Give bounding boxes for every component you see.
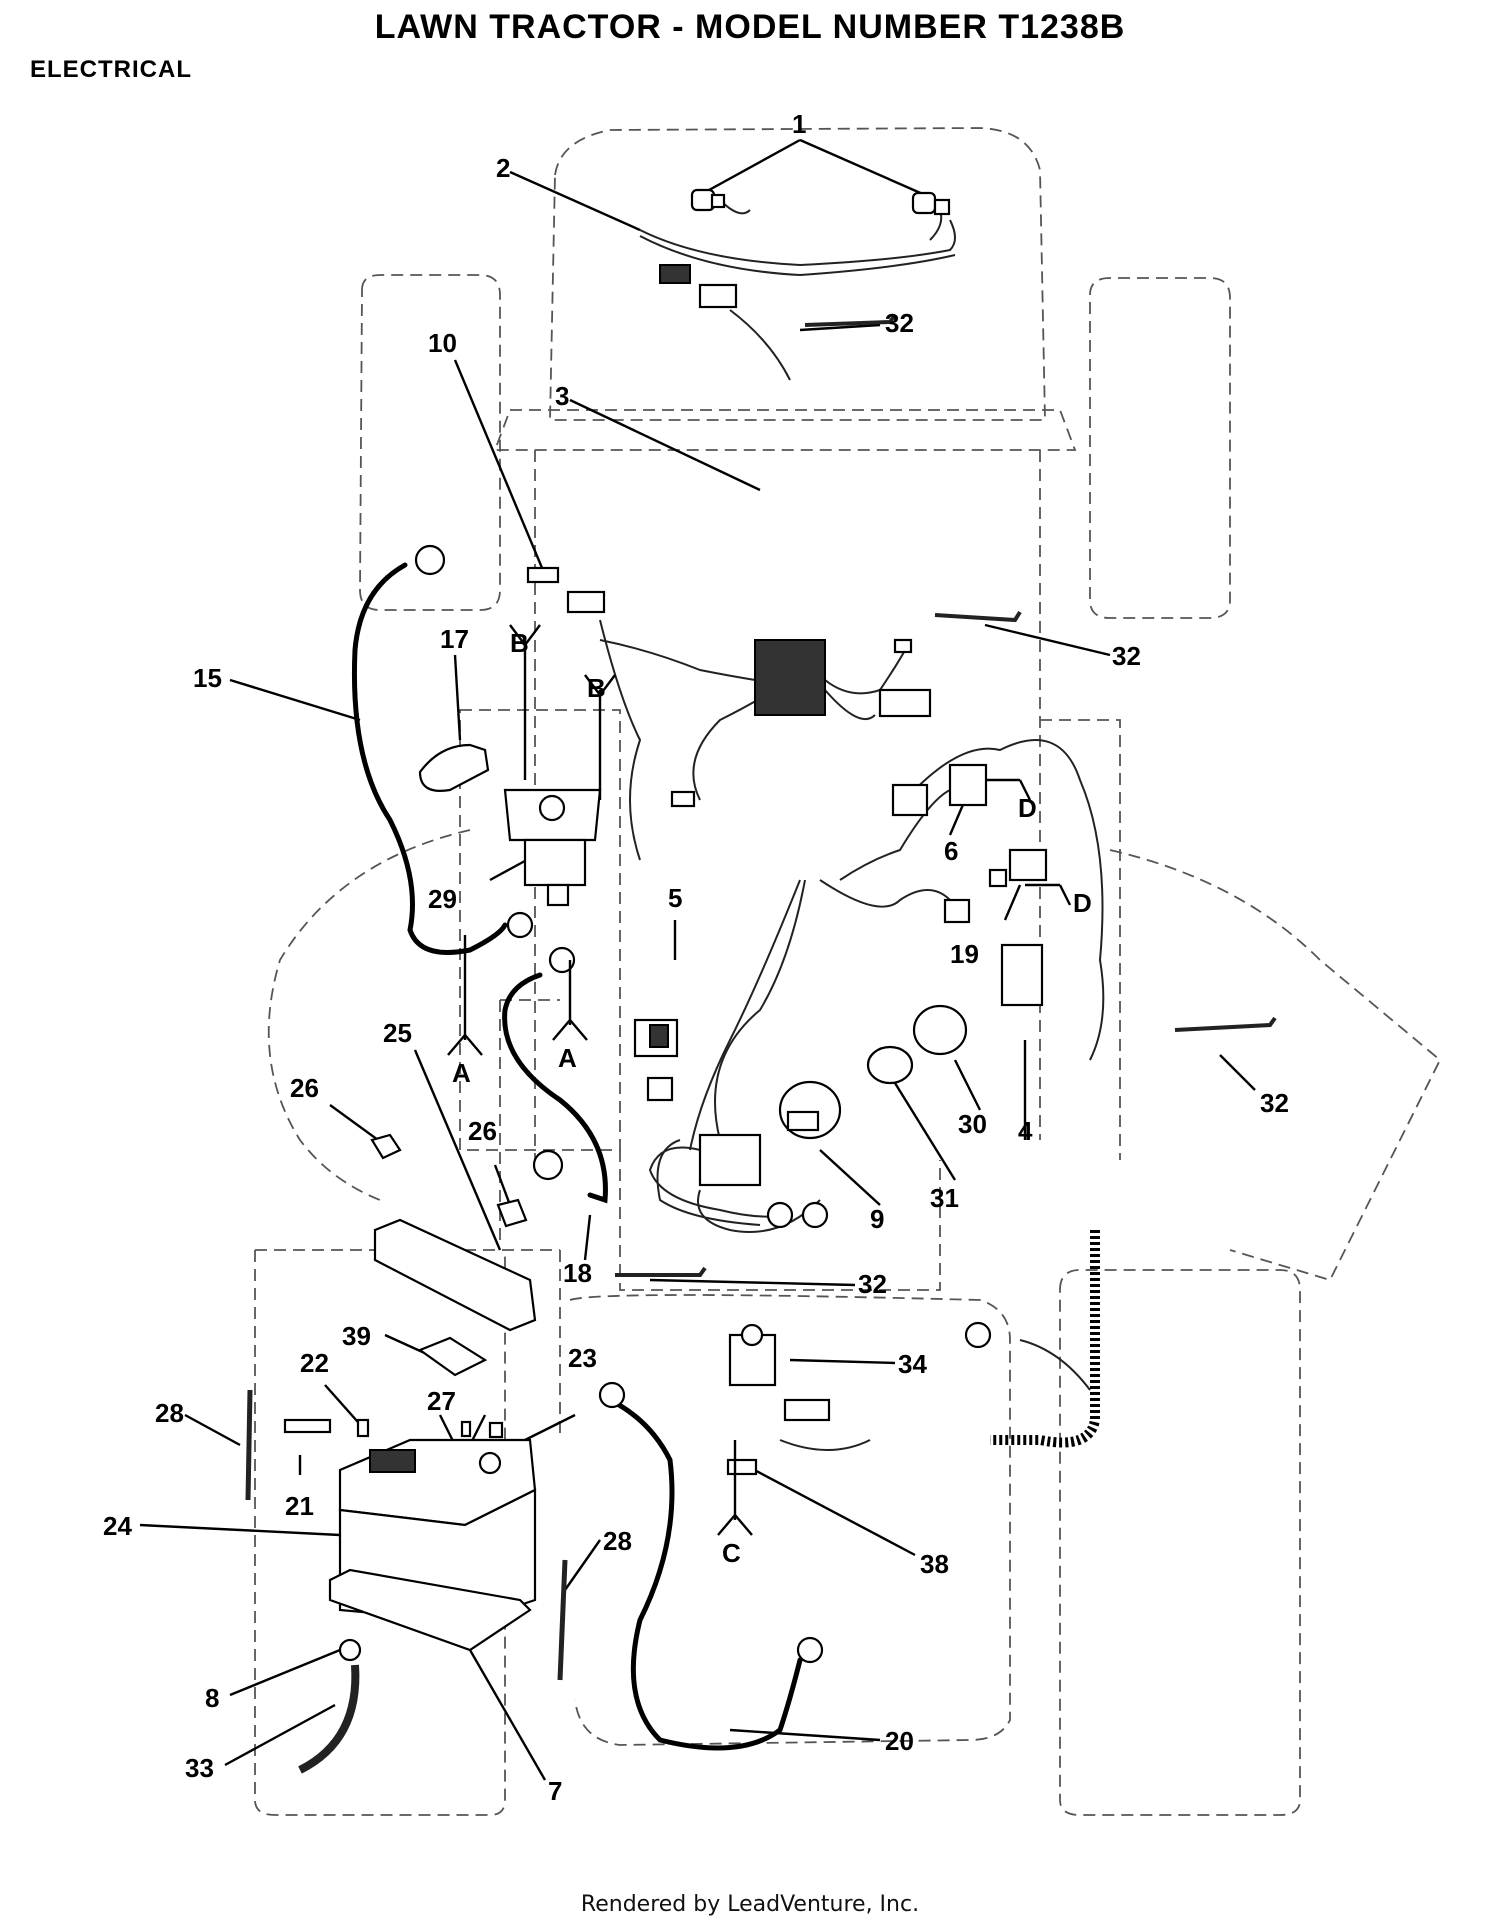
ref-a: A [452,1058,471,1088]
battery-hold-down [373,1218,537,1332]
ignition-switch [698,1080,842,1229]
callout-20: 20 [885,1726,914,1756]
harness-conduit [754,639,826,716]
hold-down-rod [245,1389,253,1501]
battery-cable-positive [351,562,508,955]
callout-3: 3 [555,381,569,411]
callout-26: 26 [290,1073,319,1103]
callout-5: 5 [668,883,682,913]
screw [460,1420,472,1438]
callout-32: 32 [858,1269,887,1299]
callout-29: 29 [428,884,457,914]
callout-10: 10 [428,328,457,358]
headlight-bulbs [659,188,951,284]
starter-solenoid [503,788,602,907]
ground-cable [607,1397,803,1751]
terminal-ring [532,1149,564,1181]
callout-1: 1 [792,109,806,139]
harness-connector [698,283,738,309]
ref-b: B [510,628,529,658]
callout-32: 32 [885,308,914,338]
callout-23: 23 [568,1343,597,1373]
seat-switch [728,1323,831,1422]
nut [488,1421,504,1439]
coiled-wire [990,1230,1100,1448]
callout-17: 17 [440,624,469,654]
wing-nut [496,1198,528,1228]
page-title: LAWN TRACTOR - MODEL NUMBER T1238B [374,8,1126,46]
wiring-harness [599,199,1105,1451]
callout-31: 31 [930,1183,959,1213]
battery-pad [417,1336,488,1377]
terminal-ring [506,911,534,939]
callout-9: 9 [870,1204,884,1234]
wire-retainers [615,313,1277,1277]
callout-32: 32 [1260,1088,1289,1118]
wing-nut [370,1133,402,1160]
callout-32: 32 [1112,641,1141,671]
ref-arrows [447,624,1072,1536]
fuse-holder [526,566,606,614]
callout-21: 21 [285,1491,314,1521]
ignition-bezel [912,1004,968,1056]
ref-b: B [587,673,606,703]
ref-a: A [558,1043,577,1073]
terminal-ring [414,544,446,576]
callout-27: 27 [427,1386,456,1416]
cable-clip [726,1458,758,1476]
callout-28: 28 [603,1526,632,1556]
battery-tray [328,1568,532,1652]
callout-19: 19 [950,939,979,969]
vent-tube [298,1664,360,1774]
callout-24: 24 [103,1511,132,1541]
callout-8: 8 [205,1683,219,1713]
callout-26: 26 [468,1116,497,1146]
section-label: ELECTRICAL [30,56,192,83]
terminal-ring [548,946,576,974]
callout-33: 33 [185,1753,214,1783]
callout-leader-lines [139,138,1256,1781]
headlight-switch [633,1018,679,1102]
callout-38: 38 [920,1549,949,1579]
electrical-parts-diagram: 1 2 3 10 32 32 32 32 15 17 29 5 6 19 30 … [103,109,1442,1816]
battery-cable-negative [502,972,608,1204]
terminal-ring [964,1321,992,1349]
bolt [283,1418,332,1434]
terminal-ring [598,1381,626,1409]
callout-4: 4 [1018,1116,1033,1146]
callout-6: 6 [944,836,958,866]
interlock-switches [891,763,1048,924]
vent-elbow [338,1638,362,1662]
callout-30: 30 [958,1109,987,1139]
ref-d: D [1018,793,1037,823]
ref-d: D [1073,888,1092,918]
nut [356,1418,370,1438]
harness-plugs [670,638,932,808]
switch-nut [866,1045,914,1085]
footer-credit: Rendered by LeadVenture, Inc. [580,1892,920,1917]
module [1000,943,1044,1007]
terminal-ring [796,1636,824,1664]
callouts: 1 2 3 10 32 32 32 32 15 17 29 5 6 19 30 … [103,109,1289,1806]
callout-15: 15 [193,663,222,693]
callout-25: 25 [383,1018,412,1048]
cable-boot [418,743,490,792]
callout-22: 22 [300,1348,329,1378]
callout-18: 18 [563,1258,592,1288]
callout-7: 7 [548,1776,562,1806]
hold-down-rod [557,1559,568,1681]
callout-28: 28 [155,1398,184,1428]
ref-c: C [722,1538,741,1568]
callout-34: 34 [898,1349,927,1379]
callout-2: 2 [496,153,510,183]
callout-39: 39 [342,1321,371,1351]
